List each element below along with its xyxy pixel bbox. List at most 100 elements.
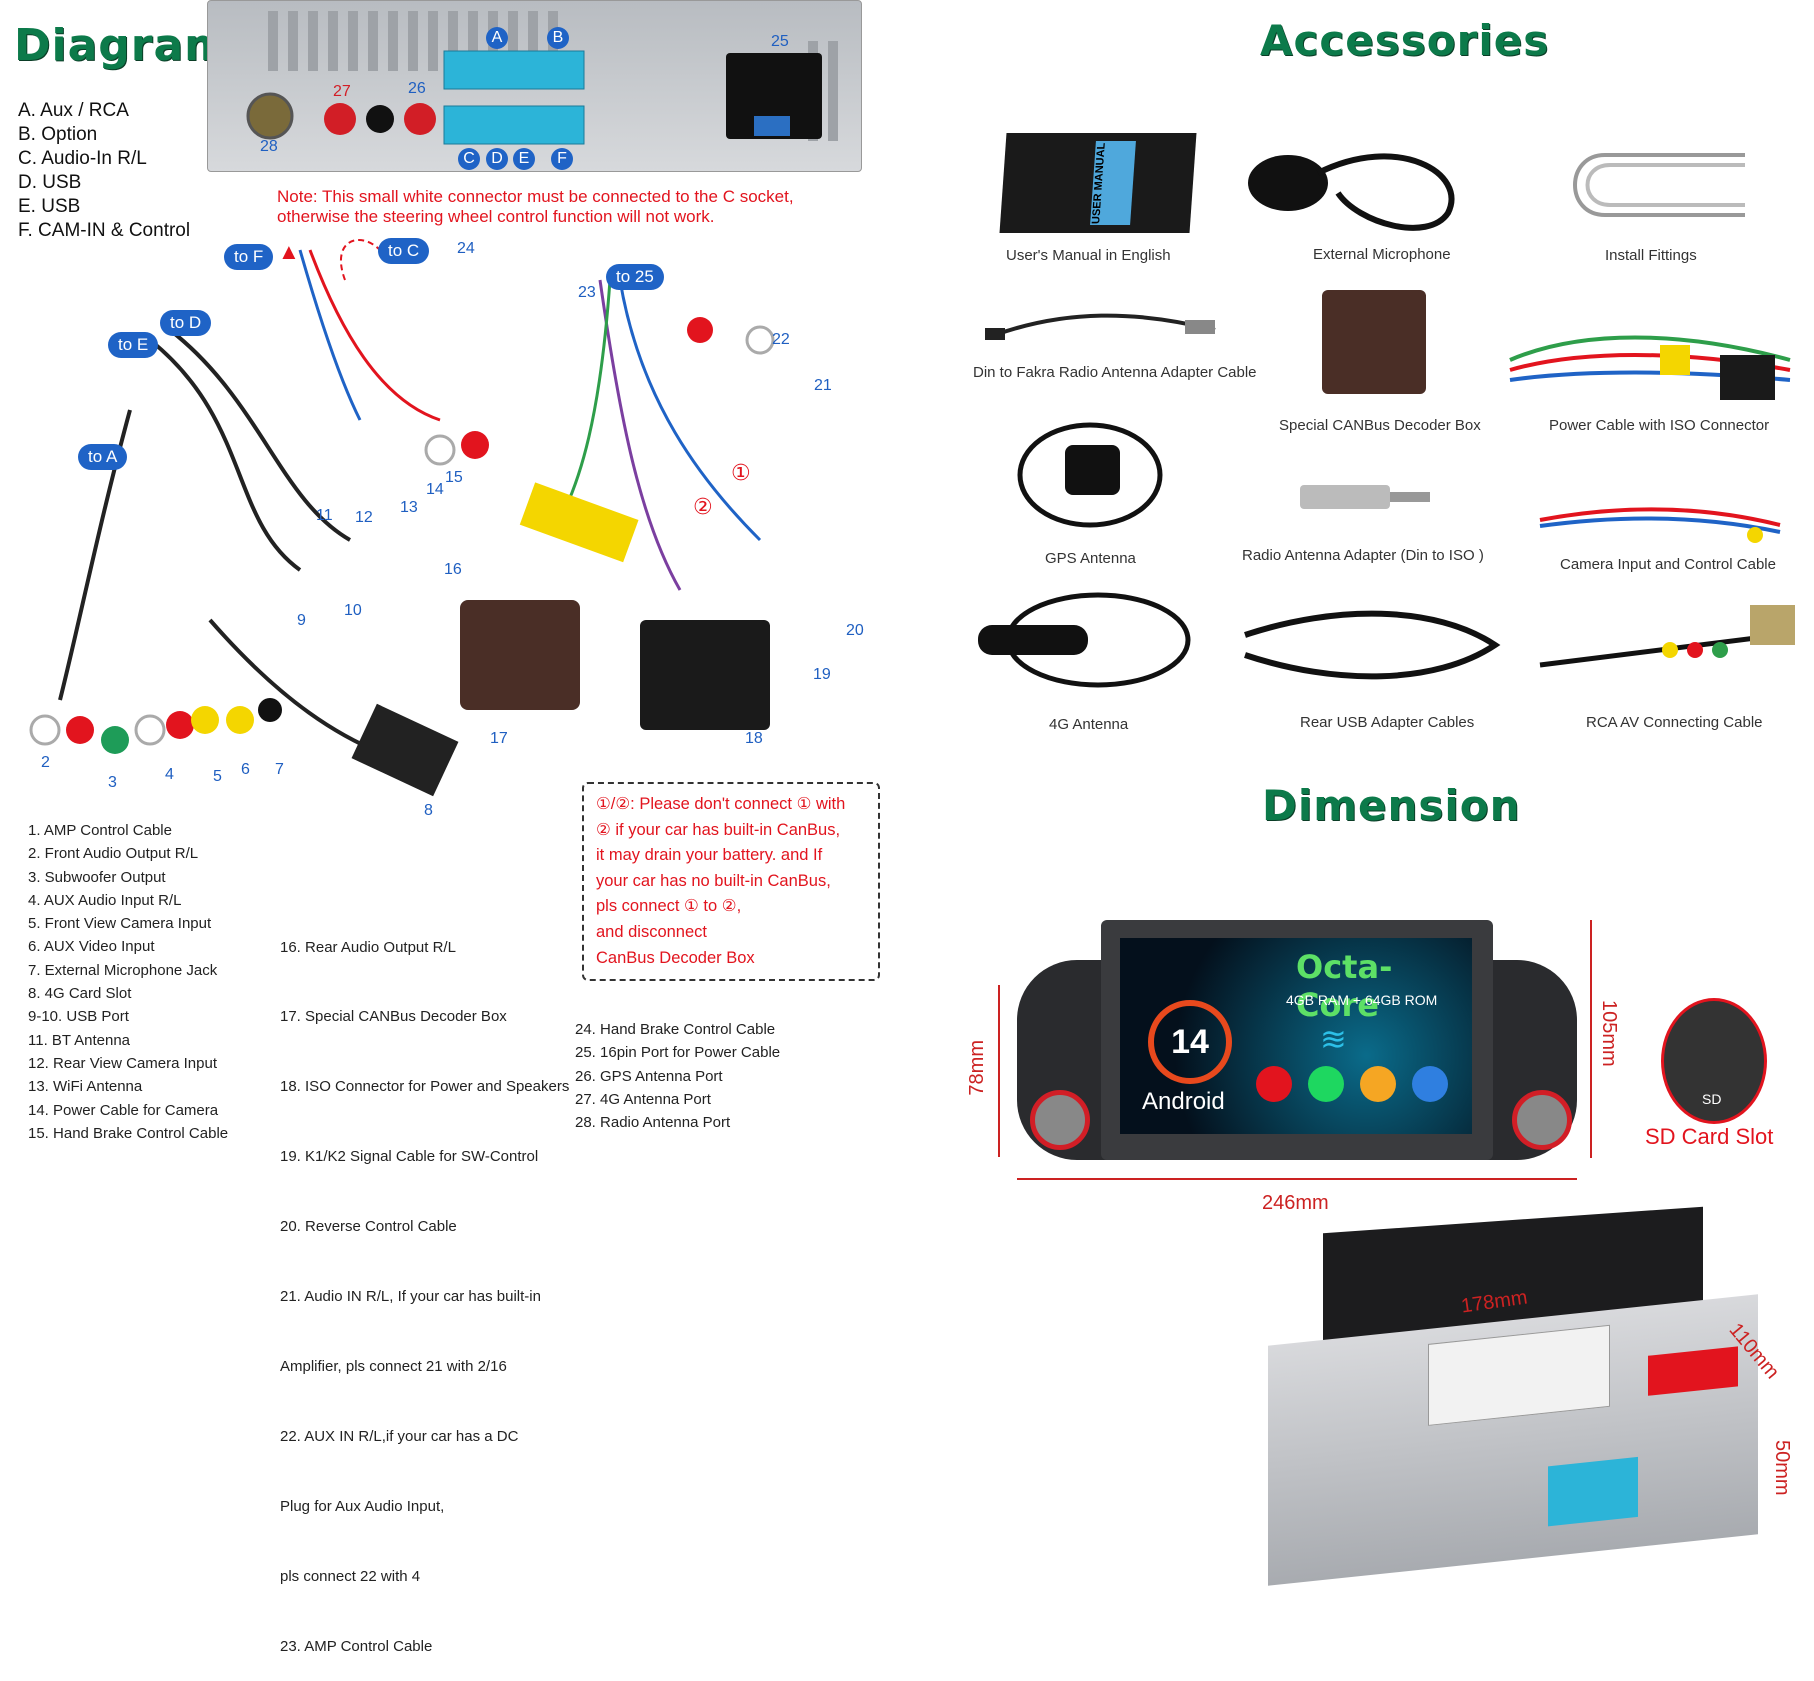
list-item: 8. 4G Card Slot: [28, 985, 132, 1003]
label-7: 7: [275, 761, 284, 778]
list-item: 16. Rear Audio Output R/L: [280, 938, 456, 956]
chassis-sticker: [1428, 1324, 1610, 1426]
accessory-label: RCA AV Connecting Cable: [1586, 714, 1763, 731]
diagram-title: Diagram: [14, 20, 232, 71]
list-item: 1. AMP Control Cable: [28, 822, 172, 839]
label-6: 6: [241, 761, 250, 778]
back-panel: [207, 0, 862, 172]
port-c: C. Audio-In R/L: [18, 148, 147, 169]
bubble-to-c: to C: [378, 238, 430, 264]
label-16: 16: [444, 561, 462, 578]
port-d: D. USB: [18, 172, 82, 193]
bubble-to-f: to F: [224, 244, 274, 270]
accessory-label: 4G Antenna: [1049, 716, 1129, 733]
list-item: 25. 16pin Port for Power Cable: [575, 1044, 781, 1062]
label-18: 18: [745, 730, 763, 747]
dim-height-back: 50mm: [1771, 1440, 1793, 1496]
panel-port-27: 27: [333, 83, 351, 100]
android-label: Android: [1142, 1088, 1225, 1115]
panel-label-c: C: [458, 148, 480, 170]
4g-antenna-image: [978, 592, 1191, 688]
circled-1: ①: [731, 460, 751, 485]
list-item: 19. K1/K2 Signal Cable for SW-Control: [280, 1148, 539, 1166]
label-17: 17: [490, 730, 508, 747]
label-14: 14: [426, 481, 444, 498]
list-item: 5. Front View Camera Input: [28, 915, 212, 933]
bubble-to-d: to D: [160, 310, 212, 336]
rca-av-cable-image: [1539, 605, 1795, 668]
accessory-label: GPS Antenna: [1045, 550, 1136, 567]
app-icon: [1360, 1066, 1396, 1102]
legend-list-1: 1. AMP Control Cable 2. Front Audio Outp…: [28, 819, 228, 1145]
note-arrow-icon: ▲: [278, 239, 300, 264]
list-item: 22. AUX IN R/L,if your car has a DC: [280, 1427, 519, 1445]
back-panel-graphic: [246, 11, 838, 145]
bubble-to-e: to E: [108, 332, 159, 358]
warning-line: your car has no built-in CanBus,: [596, 871, 831, 890]
list-item: 9-10. USB Port: [28, 1008, 129, 1026]
microphone-image: [1248, 153, 1455, 231]
list-item: 3. Subwoofer Output: [28, 868, 166, 886]
panel-label-e: E: [513, 148, 535, 170]
port-legend: A. Aux / RCA B. Option C. Audio-In R/L D…: [18, 99, 190, 243]
list-item: 2. Front Audio Output R/L: [28, 845, 199, 863]
label-4: 4: [165, 766, 174, 783]
label-8: 8: [424, 802, 433, 819]
panel-label-d: D: [486, 148, 508, 170]
label-11: 11: [316, 507, 333, 524]
dim-width-front: 246mm: [1262, 1192, 1329, 1214]
manual-image: USER MANUAL: [999, 133, 1197, 233]
canbus-box-image: [1322, 290, 1426, 394]
warning-line: pls connect ① to ②,: [596, 897, 742, 916]
octa-core-text: Octa-Core: [1296, 948, 1393, 1024]
chassis-connector: [1548, 1456, 1638, 1527]
accessory-label: Camera Input and Control Cable: [1560, 556, 1776, 573]
label-22: 22: [772, 331, 790, 348]
spotify-icon: [1308, 1066, 1344, 1102]
accessory-label: Power Cable with ISO Connector: [1549, 417, 1770, 434]
accessory-label: Din to Fakra Radio Antenna Adapter Cable: [973, 364, 1257, 381]
list-item: 6. AUX Video Input: [28, 938, 155, 956]
panel-label-f: F: [551, 148, 573, 170]
port-b: B. Option: [18, 124, 98, 145]
bubble-to-25: to 25: [606, 264, 664, 290]
panel-port-25: 25: [771, 33, 789, 50]
chassis-body: [1268, 1294, 1758, 1586]
label-24: 24: [457, 240, 475, 257]
list-item: 24. Hand Brake Control Cable: [575, 1021, 776, 1038]
list-item: 13. WiFi Antenna: [28, 1078, 143, 1096]
sd-slot-image: SD: [1661, 998, 1767, 1124]
warning-line: CanBus Decoder Box: [596, 948, 755, 967]
list-item: 20. Reverse Control Cable: [280, 1218, 457, 1236]
list-item: 21. Audio IN R/L, If your car has built-…: [280, 1288, 541, 1306]
fakra-adapter-image: [985, 313, 1216, 340]
label-12: 12: [355, 509, 373, 526]
label-19: 19: [813, 666, 831, 683]
list-item: 27. 4G Antenna Port: [575, 1090, 711, 1108]
install-fittings-image: [1573, 153, 1745, 217]
list-item: pls connect 22 with 4: [280, 1567, 421, 1585]
list-item: 17. Special CANBus Decoder Box: [280, 1008, 507, 1026]
ram-text: 4GB RAM + 64GB ROM: [1286, 992, 1438, 1008]
panel-label-b: B: [547, 27, 569, 49]
legend-list-2: 16. Rear Audio Output R/L 17. Special CA…: [280, 889, 569, 1681]
camera-cable-image: [1539, 507, 1781, 543]
netflix-icon: [1412, 1066, 1448, 1102]
dim-height-left: 78mm: [966, 1040, 988, 1096]
chassis-warning-label: [1648, 1346, 1738, 1396]
accessory-label: User's Manual in English: [1006, 247, 1171, 264]
label-15: 15: [445, 469, 463, 486]
accessory-label: Radio Antenna Adapter (Din to ISO ): [1242, 547, 1484, 564]
list-item: 4. AUX Audio Input R/L: [28, 891, 182, 909]
port-e: E. USB: [18, 196, 81, 217]
label-13: 13: [400, 499, 418, 516]
dimension-title: Dimension: [1262, 781, 1521, 830]
list-item: Amplifier, pls connect 21 with 2/16: [280, 1357, 507, 1375]
list-item: 11. BT Antenna: [28, 1031, 131, 1049]
circled-2: ②: [693, 494, 713, 519]
sd-card-slot-label: SD Card Slot: [1645, 1124, 1774, 1149]
label-10: 10: [344, 602, 362, 619]
port-a: A. Aux / RCA: [18, 100, 129, 121]
manual-cover-text: USER MANUAL: [1090, 141, 1136, 225]
port-f: F. CAM-IN & Control: [18, 220, 191, 241]
